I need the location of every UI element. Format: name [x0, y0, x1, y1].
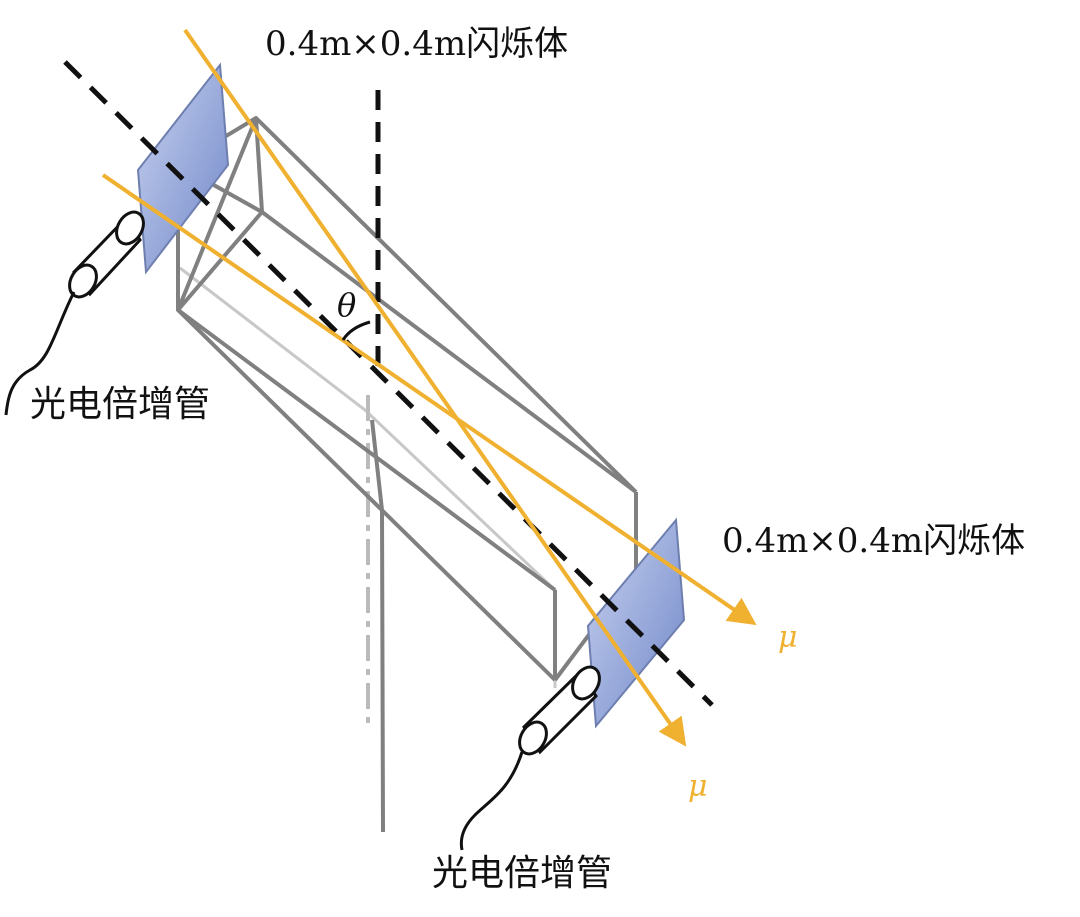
angle-arc	[341, 320, 371, 341]
pmt-left	[4, 210, 145, 416]
label-muon-lower: μ	[688, 769, 708, 804]
pmt-right	[459, 665, 601, 851]
label-right-scintillator: 0.4m×0.4m闪烁体	[722, 521, 1025, 561]
scintillator-plate-lower	[586, 517, 686, 729]
scintillator-plate-upper	[136, 62, 230, 275]
muon-track-2	[101, 173, 757, 626]
label-muon-upper: μ	[778, 620, 798, 655]
muon-track-1	[183, 28, 687, 747]
label-bottom-pmt: 光电倍增管	[432, 853, 612, 894]
label-left-pmt: 光电倍增管	[30, 384, 210, 425]
label-angle-theta: θ	[337, 286, 356, 324]
telescope-axis	[63, 60, 714, 707]
label-top-scintillator: 0.4m×0.4m闪烁体	[265, 24, 568, 64]
